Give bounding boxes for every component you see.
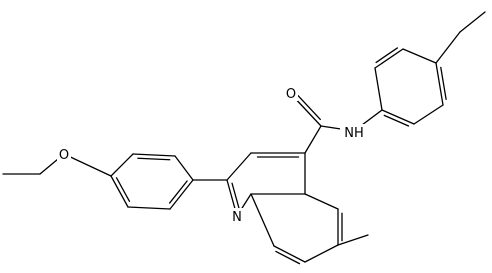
bond-a5-a6-double [374,48,404,69]
bond-b2-b3-double [132,153,176,157]
bond-aryl-oxygen [63,153,112,177]
bond-c4-carbonyl [304,125,322,154]
bond-c2-c3 [226,152,252,181]
bond-c7-c8-double [273,245,306,263]
bond-a1-a2-double-inner [383,114,410,127]
bond-ethyl-ch3 [459,11,486,33]
bond-b4-b5-double-inner [115,177,131,203]
carbonyl-oxygen-label: O [286,87,296,102]
bond-b1-b2 [174,155,194,181]
bond-c6-methyl [337,234,369,246]
bond-a5-a6-double-inner [375,47,399,64]
bond-aryl-ethyl [435,31,461,64]
ether-oxygen-label: O [59,148,69,163]
bond-carbonyl-double-inner [296,94,321,121]
bond-c6-c7 [304,244,339,263]
bond-layer [2,11,486,265]
carbonyl-oxygen: O [284,85,298,102]
ether-oxygen: O [57,146,71,163]
bond-a2-a3 [413,104,444,125]
bond-b3-b4 [110,153,134,177]
bond-b2-b3-double-inner [137,157,171,161]
bond-b6-b1-double [169,179,194,210]
bond-a1-a2-double [381,109,415,125]
amide-nitrogen-label: NH [344,126,364,141]
bond-c7-c8-double-inner [275,250,301,265]
amide-nitrogen: NH [340,124,368,141]
bond-b5-b6 [127,206,171,210]
bond-b6-b1-double-inner [168,180,188,204]
bond-n1-c2-double-inner [231,182,241,212]
bond-a6-a1 [374,67,383,111]
bond-c4a-c5 [304,193,339,210]
quinoline-nitrogen: N [229,208,245,225]
bond-c8-c8a [250,193,275,247]
bond-a4-a5 [402,48,437,64]
quinoline-nitrogen-label: N [232,210,242,225]
bond-a3-a4-double-inner [440,66,447,100]
bond-a3-a4-double [435,62,444,106]
bond-b4-b5-double [110,175,129,208]
atom-label-layer: O NH N O [57,85,368,225]
